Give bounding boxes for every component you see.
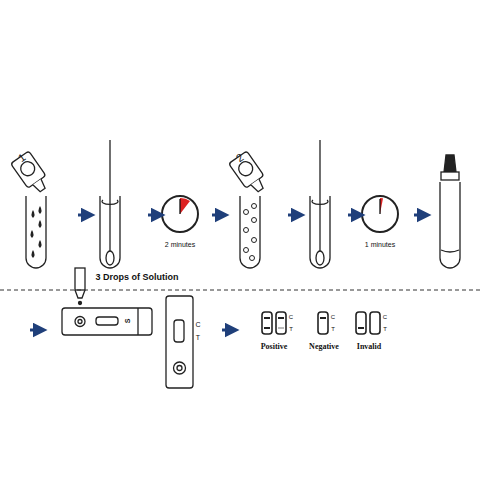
result-label: Positive — [261, 343, 288, 351]
bubbles — [244, 204, 257, 261]
result-label: Negative — [309, 343, 339, 351]
timer-clock — [162, 196, 198, 232]
reagent-bottle — [229, 151, 270, 196]
reagent-bottle — [11, 151, 52, 196]
line-mark: C — [331, 314, 335, 320]
test-tube — [240, 196, 260, 268]
line-mark: T — [383, 326, 387, 332]
line-mark: C — [289, 314, 293, 320]
time-label: 2 minutes — [165, 241, 195, 248]
cassette-mark: S — [124, 319, 131, 324]
line-mark: C — [383, 314, 387, 320]
line-mark: C — [195, 321, 200, 328]
swab — [319, 140, 320, 255]
rotate-mark — [312, 200, 328, 204]
rotate-mark — [102, 200, 118, 204]
dropper-tube — [440, 155, 460, 268]
test-cassette — [62, 308, 152, 335]
step-arrows — [30, 215, 424, 330]
divider — [0, 290, 480, 291]
bottle-number: 2 — [234, 152, 245, 165]
test-cassette — [166, 296, 193, 388]
result-label: Invalid — [357, 343, 381, 351]
line-mark: T — [289, 326, 293, 332]
test-tube — [26, 196, 46, 268]
timer-clock — [362, 196, 398, 232]
line-mark: T — [196, 334, 200, 341]
drops — [31, 206, 42, 258]
swab — [109, 140, 110, 255]
dropper — [75, 268, 85, 305]
time-label: 1 minutes — [365, 241, 395, 248]
step-note: 3 Drops of Solution — [96, 273, 179, 282]
line-mark: T — [331, 326, 335, 332]
bottle-number: 1 — [16, 152, 27, 165]
result-cassettes — [262, 312, 380, 334]
